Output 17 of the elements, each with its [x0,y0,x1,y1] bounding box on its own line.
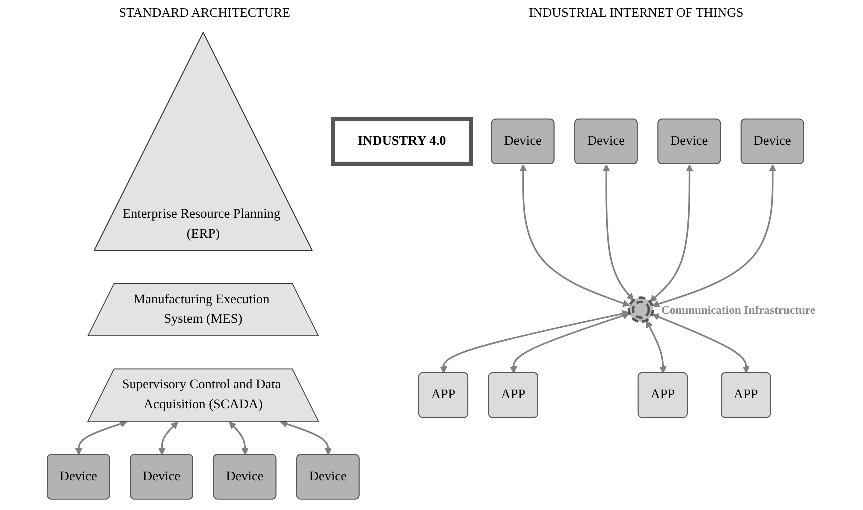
node-circle [628,296,654,324]
node-box: INDUSTRY 4.0 [331,117,474,166]
arrow [75,420,128,456]
arrow [229,422,249,456]
arrow [652,314,750,374]
arrow [602,164,634,301]
arrow [650,164,694,302]
section-heading: STANDARD ARCHITECTURE [119,5,290,21]
arrow [158,422,178,456]
arrow [646,320,667,374]
arrow [280,420,332,456]
arrow [652,164,777,308]
arrow [440,310,630,374]
section-heading: INDUSTRIAL INTERNET OF THINGS [529,5,744,21]
node-caption: Communication Infrastructure [662,304,816,318]
arrow [510,312,630,374]
arrow [520,164,630,308]
